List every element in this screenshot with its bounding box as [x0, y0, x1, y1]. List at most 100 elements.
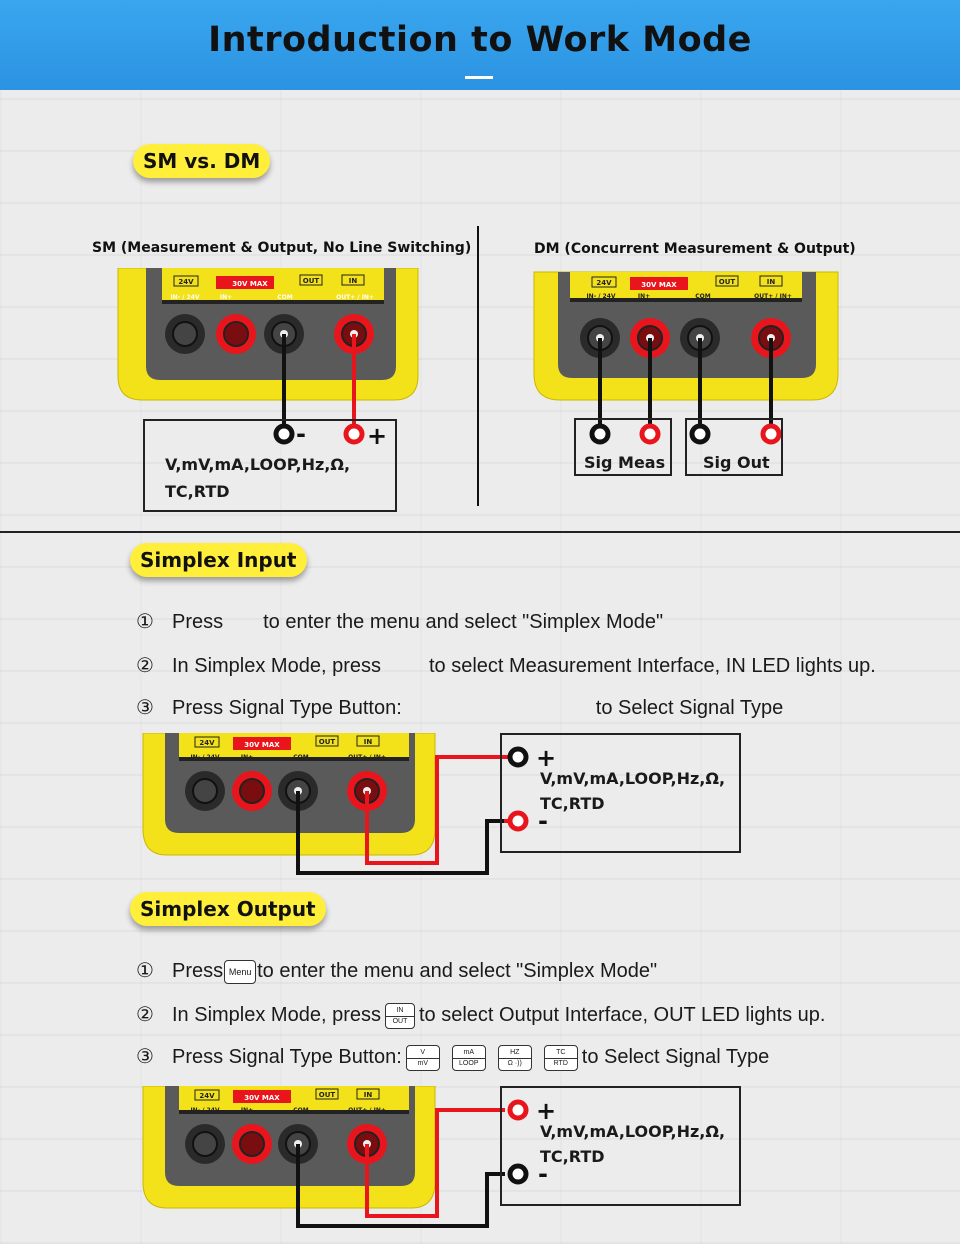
label-in: IN — [767, 278, 776, 286]
label-in-24v: IN- / 24V — [170, 294, 199, 301]
label-in-24v: IN- / 24V — [586, 293, 615, 300]
label-24v: 24V — [178, 278, 194, 286]
sm-plus-sign: + — [367, 422, 388, 450]
label-30v-max: 30V MAX — [244, 741, 280, 749]
key-bottom-label: Ω ·)) — [507, 1059, 522, 1067]
key-top-label: mA — [452, 1048, 485, 1059]
label-24v: 24V — [596, 279, 612, 287]
simplex-input-step-2: ② In Simplex Mode, press to select Measure… — [136, 653, 876, 678]
step-text-b: to Select Signal Type — [595, 697, 784, 719]
dm-device-diagram: 24V 30V MAX OUT IN IN- / 24V IN+ COM OUT… — [533, 271, 839, 445]
step-text-a: Press Signal Type Button: — [172, 1046, 402, 1068]
terminal-jacks — [185, 1124, 387, 1164]
key-bottom-label: mV — [417, 1059, 429, 1067]
simplex-input-step-3: ③ Press Signal Type Button: to Select Sign… — [136, 695, 783, 720]
key-bottom-label: RTD — [553, 1059, 568, 1067]
page-title: Introduction to Work Mode — [208, 20, 752, 60]
dm-sig-out-box — [685, 418, 783, 476]
title-underline — [465, 76, 493, 79]
section-pill-sm-dm: SM vs. DM — [133, 144, 271, 178]
step-text-a: Press — [172, 960, 224, 982]
label-out: OUT — [319, 1091, 336, 1099]
simplex-output-signal-box — [500, 1086, 741, 1206]
simplex-output-box-line1: V,mV,mA,LOOP,Hz,Ω, — [540, 1122, 726, 1141]
label-in: IN — [349, 277, 358, 285]
dm-sig-out-label: Sig Out — [703, 453, 770, 472]
label-30v-max: 30V MAX — [232, 280, 268, 288]
simplex-output-diagram: 24V 30V MAX OUT IN IN- / 24V IN+ COM OUT… — [142, 1086, 505, 1228]
sm-caption: SM (Measurement & Output, No Line Switch… — [92, 240, 472, 256]
dm-sig-meas-label: Sig Meas — [584, 453, 666, 472]
simplex-output-plus-sign: + — [536, 1097, 557, 1125]
label-out: OUT — [719, 278, 736, 286]
simplex-input-signal-box — [500, 733, 741, 853]
key-top-label: V — [406, 1048, 439, 1059]
label-out-in: OUT+ / IN+ — [754, 293, 792, 300]
label-com: COM — [695, 293, 711, 300]
label-30v-max: 30V MAX — [244, 1094, 280, 1102]
section-pill-simplex-output: Simplex Output — [130, 892, 326, 926]
label-24v: 24V — [199, 739, 215, 747]
step-text-a: Press Signal Type Button: — [172, 697, 402, 719]
label-in-24v: IN- / 24V — [190, 754, 219, 761]
label-out-in: OUT+ / IN+ — [348, 754, 386, 761]
step-text-b: to select Measurement Interface, IN LED … — [428, 655, 876, 677]
label-out-in: OUT+ / IN+ — [348, 1107, 386, 1114]
key-top-label: HZ — [498, 1048, 531, 1059]
label-com: COM — [293, 754, 309, 761]
sm-box-line2: TC,RTD — [165, 482, 230, 501]
step-number: ① — [136, 611, 154, 633]
label-in-24v: IN- / 24V — [190, 1107, 219, 1114]
label-out: OUT — [303, 277, 320, 285]
label-in-plus: IN+ — [220, 294, 232, 301]
label-in-plus: IN+ — [241, 754, 253, 761]
label-in-plus: IN+ — [638, 293, 650, 300]
simplex-output-minus-sign: - — [538, 1160, 548, 1188]
terminal-jacks — [185, 771, 387, 811]
step-text-a: In Simplex Mode, press — [172, 655, 381, 677]
simplex-input-diagram: 24V 30V MAX OUT IN IN- / 24V IN+ COM OUT… — [142, 733, 505, 875]
sm-signal-box — [143, 419, 397, 512]
label-30v-max: 30V MAX — [641, 281, 677, 289]
label-24v: 24V — [199, 1092, 215, 1100]
simplex-input-terminals — [504, 746, 529, 832]
label-out: OUT — [319, 738, 336, 746]
terminal-jacks — [580, 318, 791, 358]
step-number: ② — [136, 1004, 154, 1026]
label-in: IN — [364, 738, 373, 746]
sm-box-line1: V,mV,mA,LOOP,Hz,Ω, — [165, 455, 351, 474]
step-number: ③ — [136, 697, 154, 719]
step-number: ② — [136, 655, 154, 677]
step-text-b: to enter the menu and select "Simplex Mo… — [257, 960, 658, 982]
step-number: ① — [136, 960, 154, 982]
simplex-output-terminals — [507, 1099, 529, 1185]
key-bottom-label: LOOP — [459, 1059, 479, 1067]
label-com: COM — [277, 294, 293, 301]
step-text-b: to enter the menu and select "Simplex Mo… — [263, 611, 664, 633]
step-text-b: to select Output Interface, OUT LED ligh… — [418, 1004, 826, 1026]
vertical-divider — [477, 226, 479, 506]
sm-minus-sign: - — [296, 420, 306, 448]
simplex-input-minus-sign: - — [538, 807, 548, 835]
menu-key-icon[interactable]: Menu — [224, 959, 257, 984]
label-com: COM — [293, 1107, 309, 1114]
simplex-input-box-line2: TC,RTD — [540, 794, 605, 813]
step-text-b: to Select Signal Type — [581, 1046, 770, 1068]
simplex-input-box-line1: V,mV,mA,LOOP,Hz,Ω, — [540, 769, 726, 788]
label-out-in: OUT+ / IN+ — [336, 294, 374, 301]
step-text-a: Press — [172, 611, 224, 633]
simplex-output-box-line2: TC,RTD — [540, 1147, 605, 1166]
key-top-label: IN — [385, 1006, 414, 1017]
page-header: Introduction to Work Mode — [0, 0, 960, 90]
step-number: ③ — [136, 1046, 154, 1068]
key-top-label: TC — [544, 1048, 577, 1059]
section-pill-simplex-input: Simplex Input — [130, 543, 307, 577]
